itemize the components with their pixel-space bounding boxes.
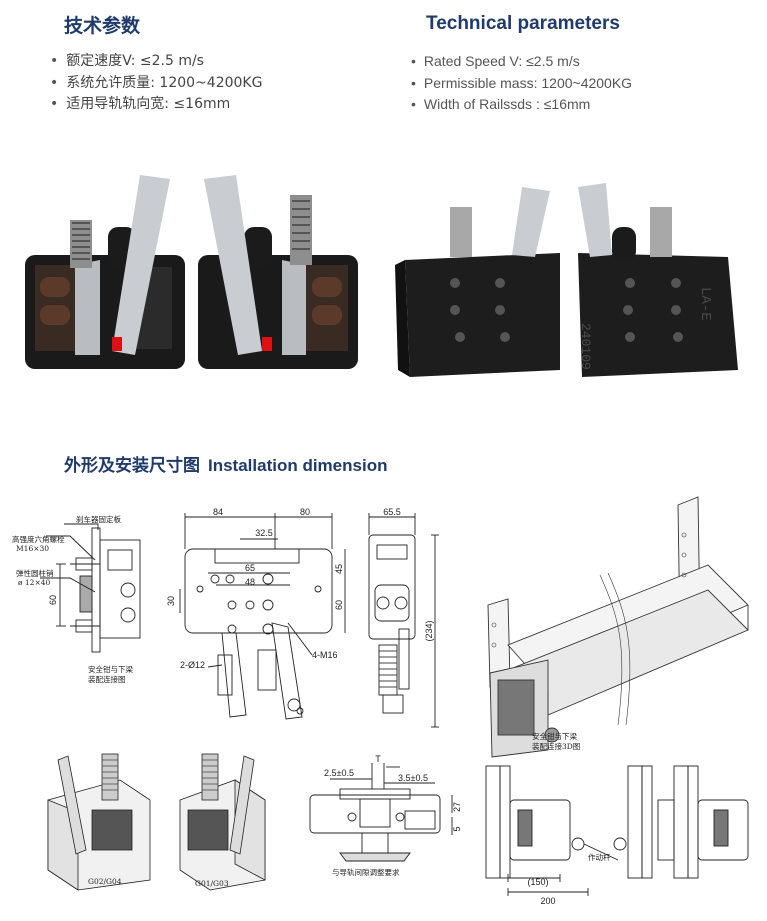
dim-80: 80 — [300, 507, 310, 517]
label-pin-size: ø 12×40 — [18, 578, 50, 587]
dim-150: (150) — [527, 877, 548, 887]
dim-60-left: 60 — [48, 595, 58, 605]
iso-unit-g02 — [47, 753, 151, 891]
install-title: 外形及安装尺寸图 Installation dimension — [64, 451, 387, 476]
label-hex-bolt-size: M16×30 — [16, 544, 49, 553]
specs-en-list: Rated Speed V: ≤2.5 m/s Permissible mass… — [411, 51, 632, 116]
dim-65: 65 — [245, 563, 255, 573]
label-pin: 弹性圆柱销 — [16, 568, 54, 578]
install-en-title: Installation dimension — [208, 456, 388, 475]
dim-T: T — [375, 754, 381, 764]
iso-unit-g01 — [179, 753, 266, 891]
drawing-beam-connection: 刹车器固定板 高强度六角螺栓 M16×30 弹性圆柱销 ø 12×40 60 安… — [12, 514, 141, 684]
spec-cn-mass: 系统允许质量: 1200~4200KG — [50, 73, 262, 95]
drawing-3d-assembly: 安全钳与下梁 装配连接3D图 — [487, 496, 749, 758]
caption-3d-2: 装配连接3D图 — [532, 741, 580, 751]
dim-3-5: 3.5±0.5 — [398, 773, 428, 783]
dim-27: 27 — [452, 802, 462, 812]
label-4-holes: 4-M16 — [312, 650, 338, 660]
drawing-side-view: 65.5 (234) — [368, 507, 439, 728]
dim-65-5: 65.5 — [383, 507, 401, 517]
dim-5: 5 — [452, 826, 462, 831]
dim-60-right: 60 — [334, 600, 344, 610]
dim-30: 30 — [166, 596, 176, 606]
drawing-front-view: 84 80 32.5 65 48 30 45 60 2-Ø12 4-M16 — [166, 507, 346, 720]
caption-3d-1: 安全钳与下梁 — [532, 731, 577, 741]
label-actuator-rod: 作动杆 — [588, 852, 611, 862]
dim-84: 84 — [213, 507, 223, 517]
install-cn-title: 外形及安装尺寸图 — [64, 456, 200, 476]
spec-en-mass: Permissible mass: 1200~4200KG — [411, 73, 632, 95]
spec-en-rail: Width of Railssds : ≤16mm — [411, 94, 632, 116]
photo-closed-unit-right: 240109 LA-E — [578, 183, 738, 377]
dim-200: 200 — [540, 896, 555, 906]
label-hex-bolt: 高强度六角螺栓 — [12, 534, 65, 544]
photo-closed-unit-left — [395, 187, 560, 377]
dim-48: 48 — [245, 577, 255, 587]
specs-cn-list: 额定速度V: ≤2.5 m/s 系统允许质量: 1200~4200KG 适用导轨… — [50, 51, 262, 116]
caption-beam-2: 装配连接图 — [88, 674, 126, 684]
spec-cn-rail: 适用导轨轨向宽: ≤16mm — [50, 94, 262, 116]
dim-2-5: 2.5±0.5 — [324, 768, 354, 778]
dim-32-5: 32.5 — [255, 528, 273, 538]
spec-cn-speed: 额定速度V: ≤2.5 m/s — [50, 51, 262, 73]
caption-rail-gap: 与导轨间隙调整要求 — [332, 867, 400, 877]
spec-en-speed: Rated Speed V: ≤2.5 m/s — [411, 51, 632, 73]
specs-cn-title: 技术参数 — [64, 15, 141, 37]
drawing-rail-gap: T 2.5±0.5 3.5±0.5 27 5 与导轨间隙调整要求 — [309, 754, 462, 877]
dim-234: (234) — [424, 620, 434, 641]
photo-open-unit-left — [25, 175, 185, 369]
label-g02-g04: G02/G04 — [88, 877, 122, 886]
label-brake-plate: 刹车器固定板 — [76, 514, 121, 524]
dim-45: 45 — [334, 564, 344, 574]
photo-stamp-right: LA-E — [697, 287, 713, 321]
product-photos: 240109 LA-E — [25, 175, 738, 377]
drawing-front-assembly: 作动杆 (150) 200 — [485, 765, 749, 906]
photo-open-unit-right — [198, 175, 358, 369]
photo-stamp-left: 240109 — [578, 323, 593, 370]
drawing-iso-units: G02/G04 G01/G03 — [47, 753, 266, 891]
caption-beam-1: 安全钳与下梁 — [88, 664, 133, 674]
specs-en-title: Technical parameters — [426, 13, 620, 34]
label-2-holes: 2-Ø12 — [180, 660, 205, 670]
label-g01-g03: G01/G03 — [195, 879, 229, 888]
